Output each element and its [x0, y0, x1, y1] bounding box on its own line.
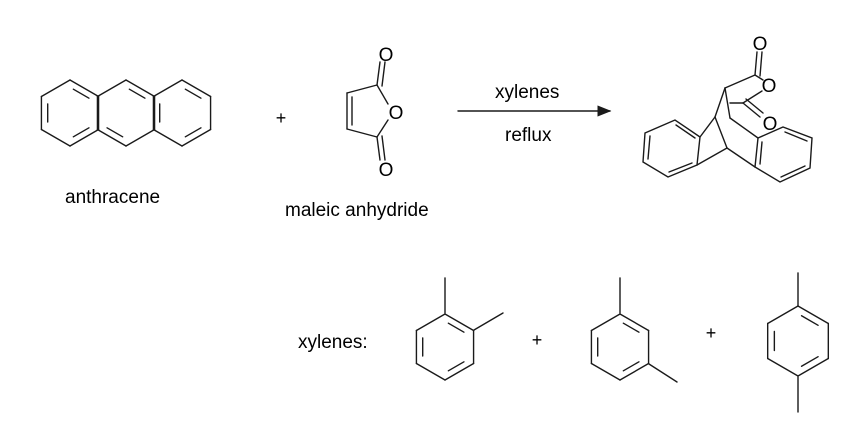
oxygen-atom: O	[762, 76, 777, 97]
maleic-anhydride-structure: O O O	[346, 45, 404, 181]
bond	[181, 79, 212, 98]
bond	[444, 313, 475, 332]
anthracene-label: anthracene	[65, 187, 160, 208]
bond	[590, 362, 621, 381]
condition-reflux: reflux	[505, 125, 552, 146]
bond	[447, 322, 465, 333]
bond	[128, 88, 146, 99]
bond	[766, 305, 799, 325]
bond	[447, 361, 465, 372]
bond	[766, 357, 799, 377]
bond	[619, 362, 650, 381]
oxygen-atom: O	[379, 45, 394, 66]
bond	[106, 127, 124, 138]
product-structure: O O O	[642, 34, 813, 183]
bond	[797, 357, 830, 377]
bond	[96, 79, 127, 98]
bond	[800, 355, 819, 367]
bond	[184, 127, 202, 138]
bond	[69, 128, 100, 147]
bond	[619, 313, 650, 332]
bond	[96, 128, 127, 147]
bond	[125, 128, 156, 147]
bond	[184, 88, 202, 99]
bond	[72, 88, 90, 99]
oxygen-atom: O	[753, 34, 768, 55]
oxygen-atom: O	[379, 160, 394, 181]
bond	[590, 313, 621, 332]
bond	[152, 128, 183, 147]
bond	[415, 362, 446, 381]
condition-solvent: xylenes	[495, 82, 559, 103]
bond	[444, 362, 475, 381]
bond	[152, 79, 183, 98]
xylenes-label: xylenes:	[298, 332, 368, 353]
plus-sign: +	[532, 330, 543, 350]
bond	[797, 305, 830, 325]
anthracene-structure	[40, 79, 212, 147]
bond	[40, 128, 71, 147]
bond	[622, 322, 640, 333]
bond	[40, 79, 71, 98]
oxygen-atom: O	[763, 114, 778, 135]
bond	[800, 315, 819, 327]
oxygen-atom: O	[389, 103, 404, 124]
plus-sign: +	[276, 108, 287, 128]
bond	[69, 79, 100, 98]
bond	[125, 79, 156, 98]
plus-sign: +	[706, 323, 717, 343]
para-xylene-structure	[766, 272, 830, 413]
meta-xylene-structure	[590, 277, 678, 383]
ortho-xylene-structure	[415, 277, 504, 381]
bond	[72, 127, 90, 138]
bond	[181, 128, 212, 147]
bond	[415, 313, 446, 332]
maleic-anhydride-label: maleic anhydride	[285, 200, 429, 221]
bond	[622, 361, 640, 372]
